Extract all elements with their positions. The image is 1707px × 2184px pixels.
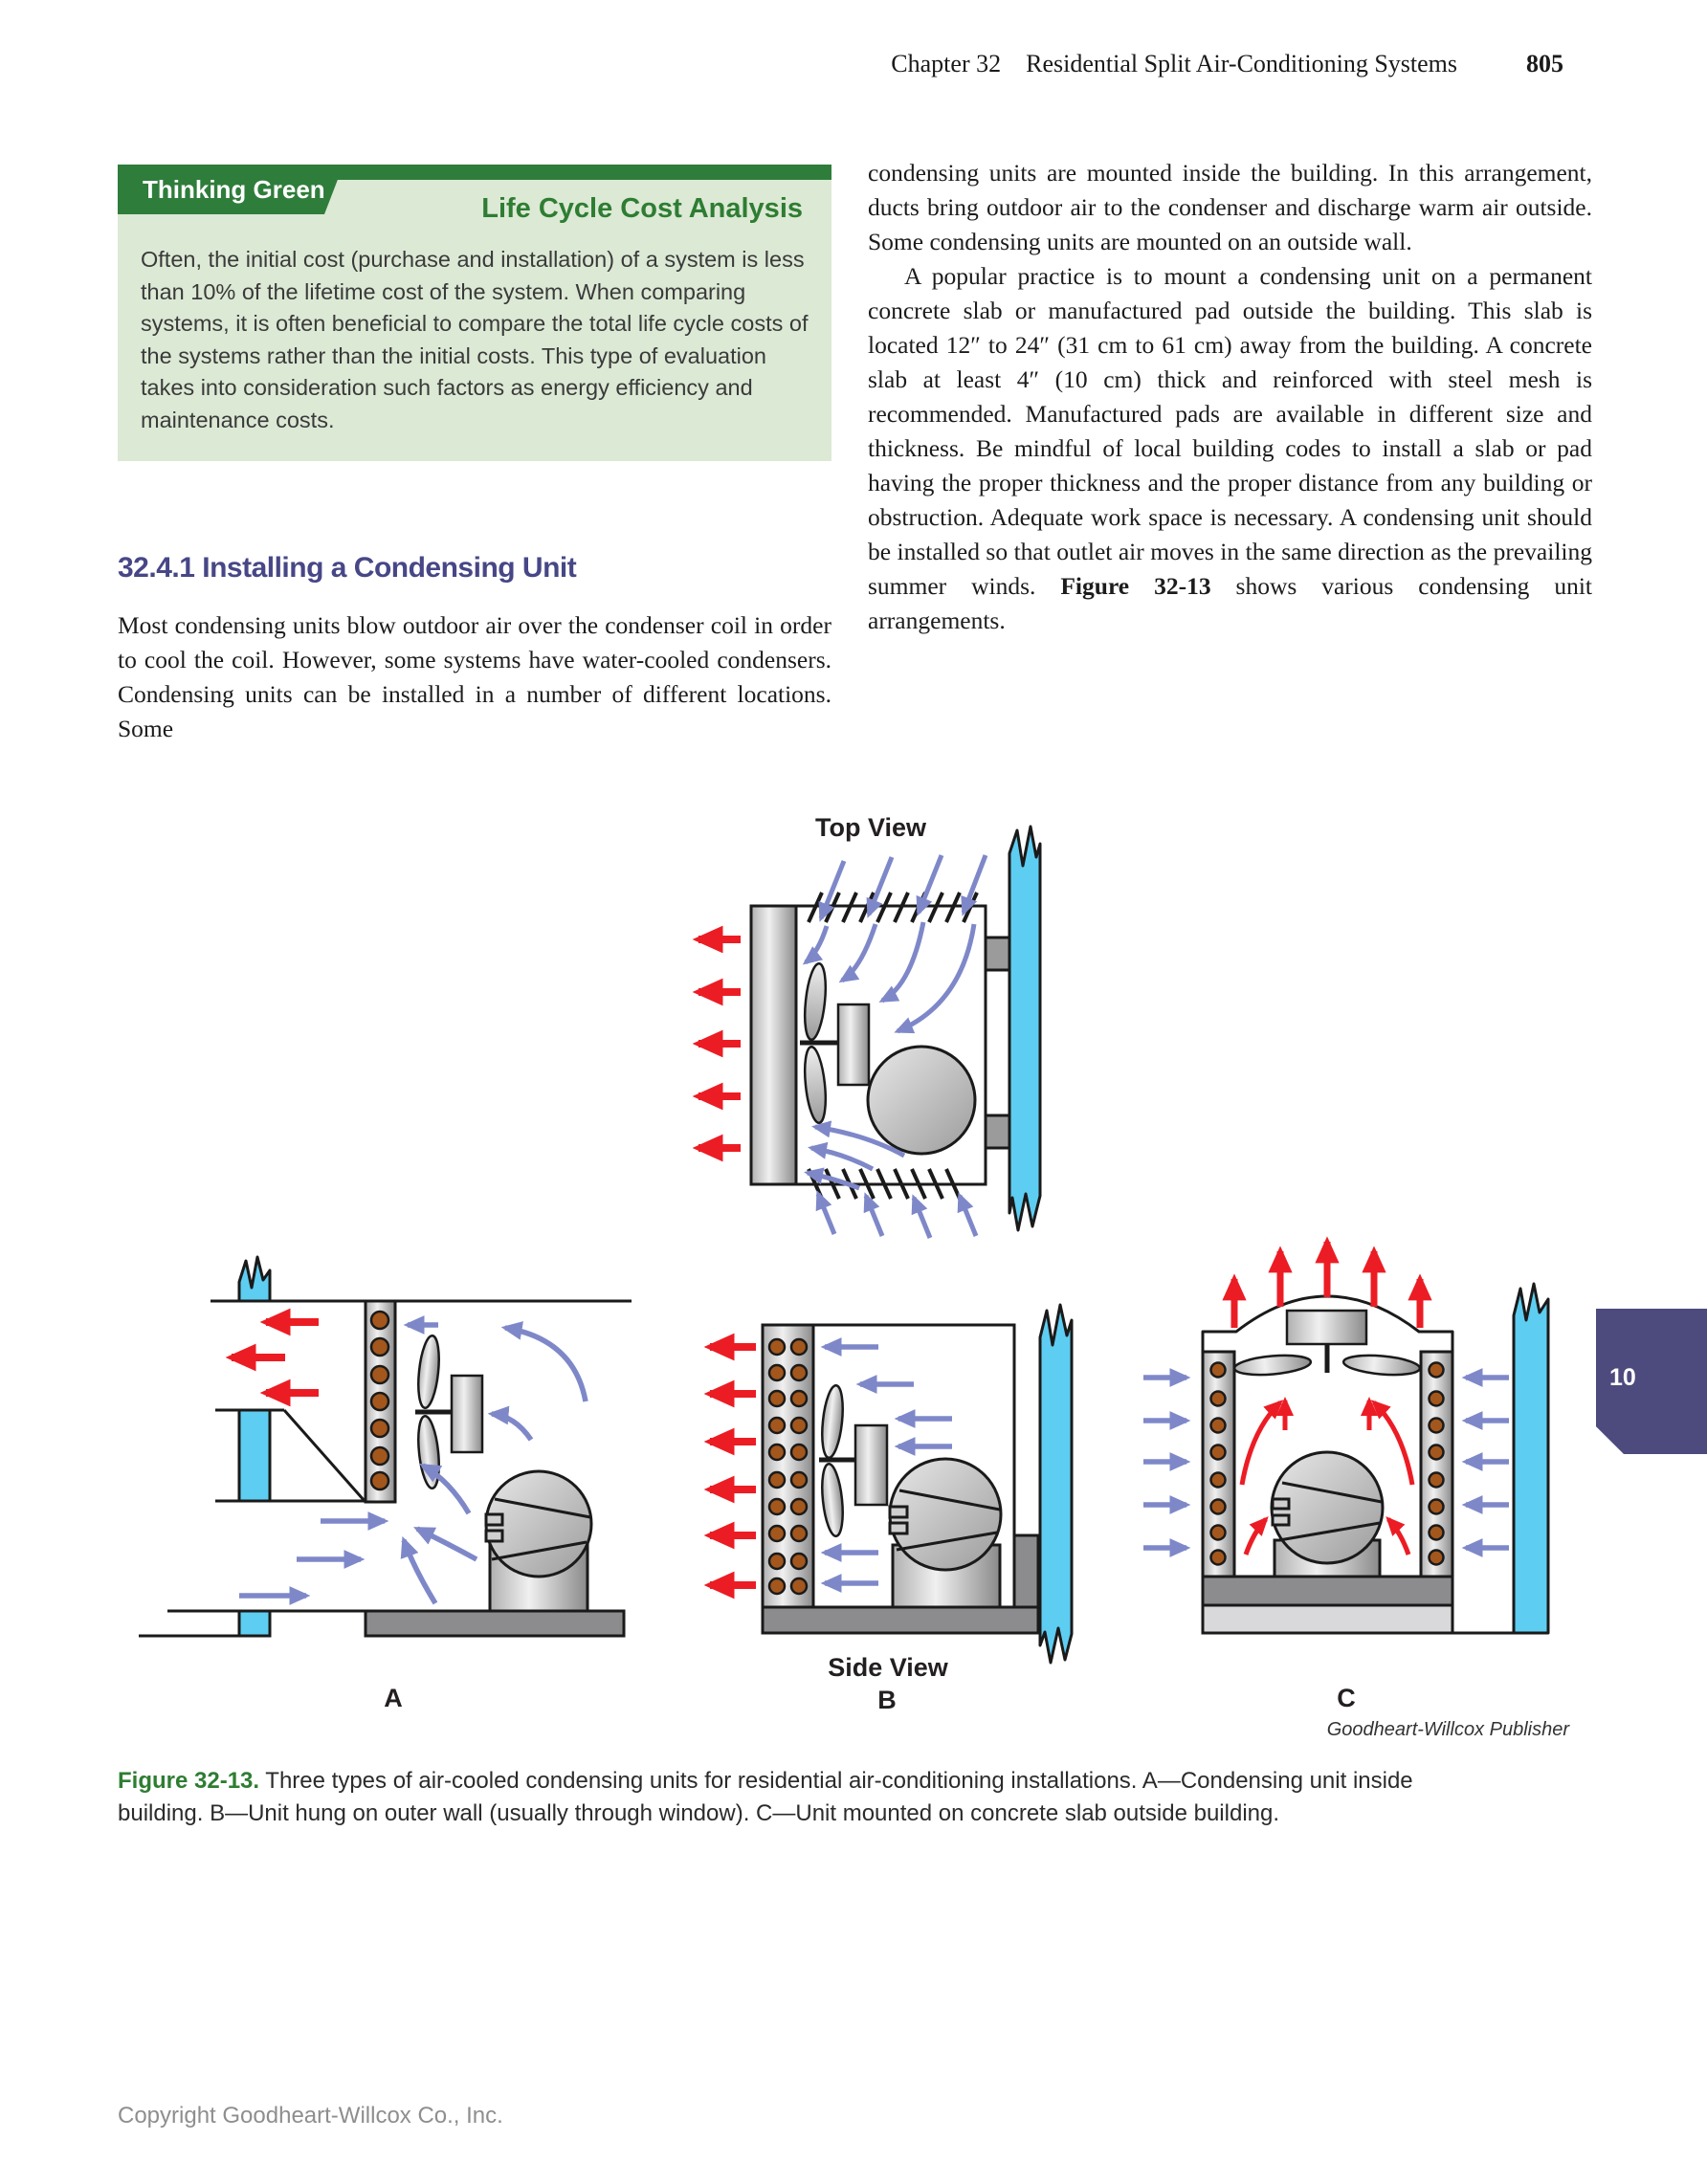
thinking-green-box: Thinking Green Life Cycle Cost Analysis … xyxy=(118,165,831,461)
building-wall xyxy=(1008,825,1042,1232)
coil-tubes xyxy=(369,1310,390,1491)
mounting-slab xyxy=(364,1609,626,1638)
intake-air-arrows xyxy=(820,1337,952,1593)
building-wall xyxy=(1512,1282,1550,1635)
intake-air-arrows xyxy=(239,1315,588,1605)
coil-tubes xyxy=(1209,1361,1445,1566)
figure-caption: Figure 32-13. Three types of air-cooled … xyxy=(118,1765,1486,1830)
wall-segment-floor xyxy=(237,1609,272,1638)
fan-icon xyxy=(1232,1354,1422,1377)
top-view-label: Top View xyxy=(814,813,926,842)
diagram-a xyxy=(139,1255,632,1638)
feature-title: Life Cycle Cost Analysis xyxy=(481,193,803,224)
wall-segment-mid xyxy=(237,1408,272,1503)
side-view-label: Side View xyxy=(828,1653,948,1682)
internal-air-arrows xyxy=(1239,1397,1415,1555)
fan-motor xyxy=(854,1423,889,1507)
chapter-title: Residential Split Air-Conditioning Syste… xyxy=(1026,50,1457,77)
diagram-b-label: B xyxy=(877,1686,897,1714)
condenser-coil xyxy=(749,904,798,1186)
fan-motor xyxy=(836,1003,871,1087)
right-paragraph-1: condensing units are mounted inside the … xyxy=(868,159,1592,255)
intake-air-arrows xyxy=(802,854,988,1239)
fan-motor xyxy=(1285,1309,1368,1346)
coil-tubes xyxy=(767,1337,809,1596)
running-header: Chapter 32 Residential Split Air-Conditio… xyxy=(891,50,1563,78)
left-column-paragraph: Most condensing units blow outdoor air o… xyxy=(118,611,831,742)
fan-motor xyxy=(450,1374,484,1454)
publisher-credit: Goodheart-Willcox Publisher xyxy=(1326,1719,1569,1740)
diagram-c-label: C xyxy=(1337,1684,1356,1712)
discharge-air-arrows xyxy=(692,925,741,1162)
wall-bracket xyxy=(984,936,1012,972)
section-heading: 32.4.1 Installing a Condensing Unit xyxy=(118,552,577,584)
chapter-side-tab: 10 xyxy=(1596,1309,1707,1454)
right-column: condensing units are mounted inside the … xyxy=(868,156,1592,638)
duct-opening-lines xyxy=(215,1408,366,1503)
compressor-detail xyxy=(484,1497,591,1561)
compressor-detail xyxy=(1271,1481,1383,1542)
diagram-top-view xyxy=(692,825,1042,1239)
wall-bracket-shelf xyxy=(761,1533,1040,1635)
concrete-slab xyxy=(1201,1603,1454,1635)
intake-air-arrows xyxy=(1143,1368,1509,1557)
wall-bracket xyxy=(984,1114,1012,1150)
diagram-b xyxy=(703,1303,1074,1665)
unit-base xyxy=(1201,1575,1454,1607)
diagram-a-label: A xyxy=(384,1684,403,1712)
copyright-footer: Copyright Goodheart-Willcox Co., Inc. xyxy=(118,2103,503,2129)
discharge-air-arrows xyxy=(703,1333,756,1599)
caption-text: Three types of air-cooled condensing uni… xyxy=(118,1768,1413,1826)
side-tab-number: 10 xyxy=(1609,1364,1636,1391)
wall-segment-top xyxy=(237,1255,272,1303)
discharge-air-arrows xyxy=(225,1308,319,1407)
compressor-detail xyxy=(888,1489,1001,1552)
banner-label: Thinking Green xyxy=(143,175,325,204)
diagram-c xyxy=(1143,1236,1550,1635)
figure-reference: Figure 32-13 xyxy=(1060,572,1211,600)
right-paragraph-2: A popular practice is to mount a condens… xyxy=(868,262,1593,634)
building-wall xyxy=(1038,1303,1074,1665)
thinking-green-banner: Thinking Green xyxy=(118,165,344,214)
exhaust-air-arrows xyxy=(1222,1236,1432,1328)
caption-figure-number: Figure 32-13. xyxy=(118,1768,260,1794)
feature-body: Often, the initial cost (purchase and in… xyxy=(141,247,809,432)
page-number: 805 xyxy=(1526,50,1563,77)
compressor xyxy=(866,1045,977,1156)
chapter-label: Chapter 32 xyxy=(891,50,1002,77)
